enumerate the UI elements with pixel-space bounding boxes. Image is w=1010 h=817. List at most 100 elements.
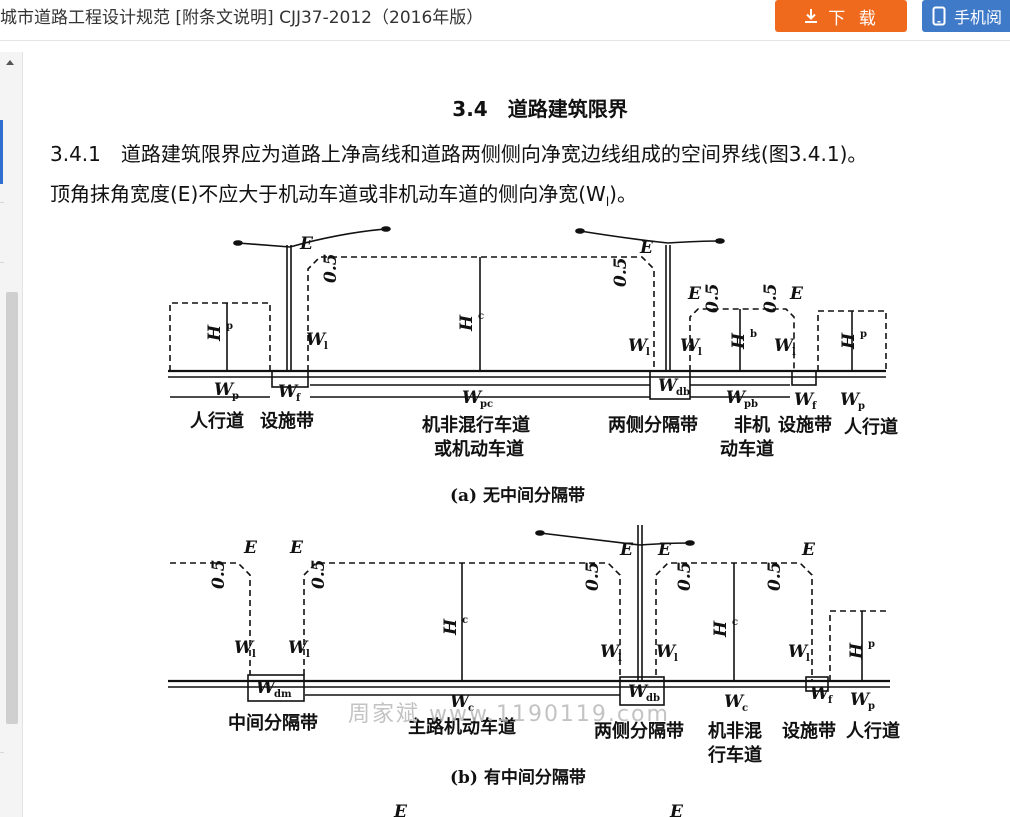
fig-a-label-facility-r: 设施带 [778,414,832,436]
fig-b-wl-3-sub: l [618,653,622,664]
fig-a-wp-right-sub: p [858,401,865,412]
fig-a-label-sidewalk: 人行道 [190,410,244,432]
fig-b-wc-1-sub: c [468,703,474,714]
road-clearance-figure: E E E E 0.5 0.5 0.5 0.5 H p H c H b H p … [168,226,900,817]
para2-prefix: 顶角抹角宽度(E)不应大于机动车道或非机动车道的侧向净宽(W [50,182,606,206]
fig-b-label-divider: 两侧分隔带 [594,721,684,742]
rail-tick [0,202,4,203]
fig-b-e-5: E [801,540,816,560]
fig-b-wdb: W [628,682,649,702]
fig-a-hp-right-sub: p [860,329,867,340]
fig-a-wf-right-sub: f [812,401,817,412]
fig-a-wdb: W [658,376,679,396]
fig-a-label-facility: 设施带 [260,410,314,432]
fig-b-dim-5: 0.5 [765,561,785,591]
fig-b-wl-4: W [656,642,677,662]
fig-a-wpb-sub: pb [744,399,758,410]
fig-b-hp: H [847,642,867,660]
top-bar: 城市道路工程设计规范 [附条文说明] CJJ37-2012（2016年版） 下 … [0,0,1010,41]
fig-b-e-4: E [657,540,672,560]
fig-c-e-2: E [669,802,684,817]
fig-a-wf-left-sub: f [296,393,301,404]
fig-b-wl-4-sub: l [674,653,678,664]
scroll-up-arrow-icon[interactable] [6,60,14,65]
fig-b-wf: W [810,684,831,704]
fig-c-e-1: E [393,802,408,817]
fig-b-wl-5: W [788,642,809,662]
fig-b-wl-3: W [600,642,621,662]
fig-a-wl-2: W [628,336,649,356]
fig-a-hc: H [457,314,477,332]
fig-a-wp-right: W [840,390,861,410]
rail-tick [0,262,4,263]
fig-a-label-nonmotor-2: 动车道 [720,438,774,460]
current-page-marker [0,120,3,184]
fig-b-label-facility: 设施带 [782,720,836,742]
watermark: 周家斌 www.1190119.com [348,702,670,727]
download-icon [805,9,818,23]
fig-a-hb: H [729,332,749,350]
para2-suffix: )。 [609,182,637,206]
fig-a-wdb-sub: db [676,387,690,398]
page-scroll-rail[interactable] [0,52,23,817]
fig-a-dim-nm-right: 0.5 [761,283,781,313]
fig-a-e-right: E [639,238,654,258]
scroll-thumb[interactable] [6,292,18,724]
fig-a-label-divider: 两侧分隔带 [608,415,698,436]
rail-tick [0,752,4,753]
fig-b-label-mixed-1: 机非混 [708,720,762,742]
fig-a-wl-1-sub: l [324,341,328,352]
fig-a-label-mixed-2: 或机动车道 [434,438,524,460]
fig-b-label-main-lane: 主路机动车道 [408,716,516,738]
fig-b-wp: W [850,690,871,710]
fig-b-wf-sub: f [828,695,833,706]
fig-a-wp-left: W [214,380,235,400]
fig-b-e-3: E [619,540,634,560]
fig-a-wpb: W [726,388,747,408]
fig-b-label-median: 中间分隔带 [228,712,318,734]
fig-b-wc-1: W [450,692,471,712]
fig-a-wl-3: W [680,336,701,356]
fig-b-dim-4: 0.5 [675,561,695,591]
fig-b-wl-2-sub: l [306,649,310,660]
fig-a-label-sidewalk-r: 人行道 [844,416,898,438]
para2-subscript: l [605,195,610,209]
fig-a-dim-nm-left: 0.5 [703,283,723,313]
fig-a-wpc-sub: pc [480,399,493,410]
mobile-label: 手机阅 [954,8,1003,27]
fig-a-hc-sub: c [478,311,484,322]
fig-a-wp-left-sub: p [232,391,239,402]
fig-b-wc-2-sub: c [742,703,748,714]
fig-a-wf-right: W [794,390,815,410]
fig-b-wl-5-sub: l [806,653,810,664]
fig-b-wl-1: W [234,638,255,658]
fig-a-e-left: E [299,234,314,254]
fig-b-wdm-sub: dm [274,689,292,700]
fig-a-wl-3-sub: l [698,347,702,358]
fig-a-label-nonmotor-1: 非机 [734,414,770,436]
mobile-read-button[interactable]: 手机阅 [922,0,1010,32]
fig-a-dim-left: 0.5 [321,253,341,283]
fig-b-e-2: E [289,538,304,558]
fig-b-hc-1-sub: c [462,615,468,626]
fig-a-caption: (a) 无中间分隔带 [450,485,585,506]
fig-a-wl-4: W [774,336,795,356]
download-button[interactable]: 下 载 [775,0,907,32]
fig-a-wl-2-sub: l [646,347,650,358]
fig-a-hp-left-sub: p [226,321,233,332]
fig-b-wc-2: W [724,692,745,712]
download-label: 下 载 [828,8,880,29]
fig-a-hp-right: H [839,332,859,350]
fig-a-hb-sub: b [750,329,757,340]
fig-b-hp-sub: p [868,639,875,650]
fig-b-e-1: E [243,538,258,558]
fig-b-wdb-sub: db [646,693,660,704]
fig-a-wl-4-sub: l [792,347,796,358]
fig-a-wl-1: W [306,330,327,350]
fig-a-e-nm-left: E [687,284,702,304]
document-title: 城市道路工程设计规范 [附条文说明] CJJ37-2012（2016年版） [0,8,484,28]
fig-a-e-nm-right: E [789,284,804,304]
clause-3-4-1-continued: 顶角抹角宽度(E)不应大于机动车道或非机动车道的侧向净宽(Wl)。 [50,178,637,209]
fig-a-hp-left: H [205,324,225,342]
fig-b-wdm: W [256,678,277,698]
